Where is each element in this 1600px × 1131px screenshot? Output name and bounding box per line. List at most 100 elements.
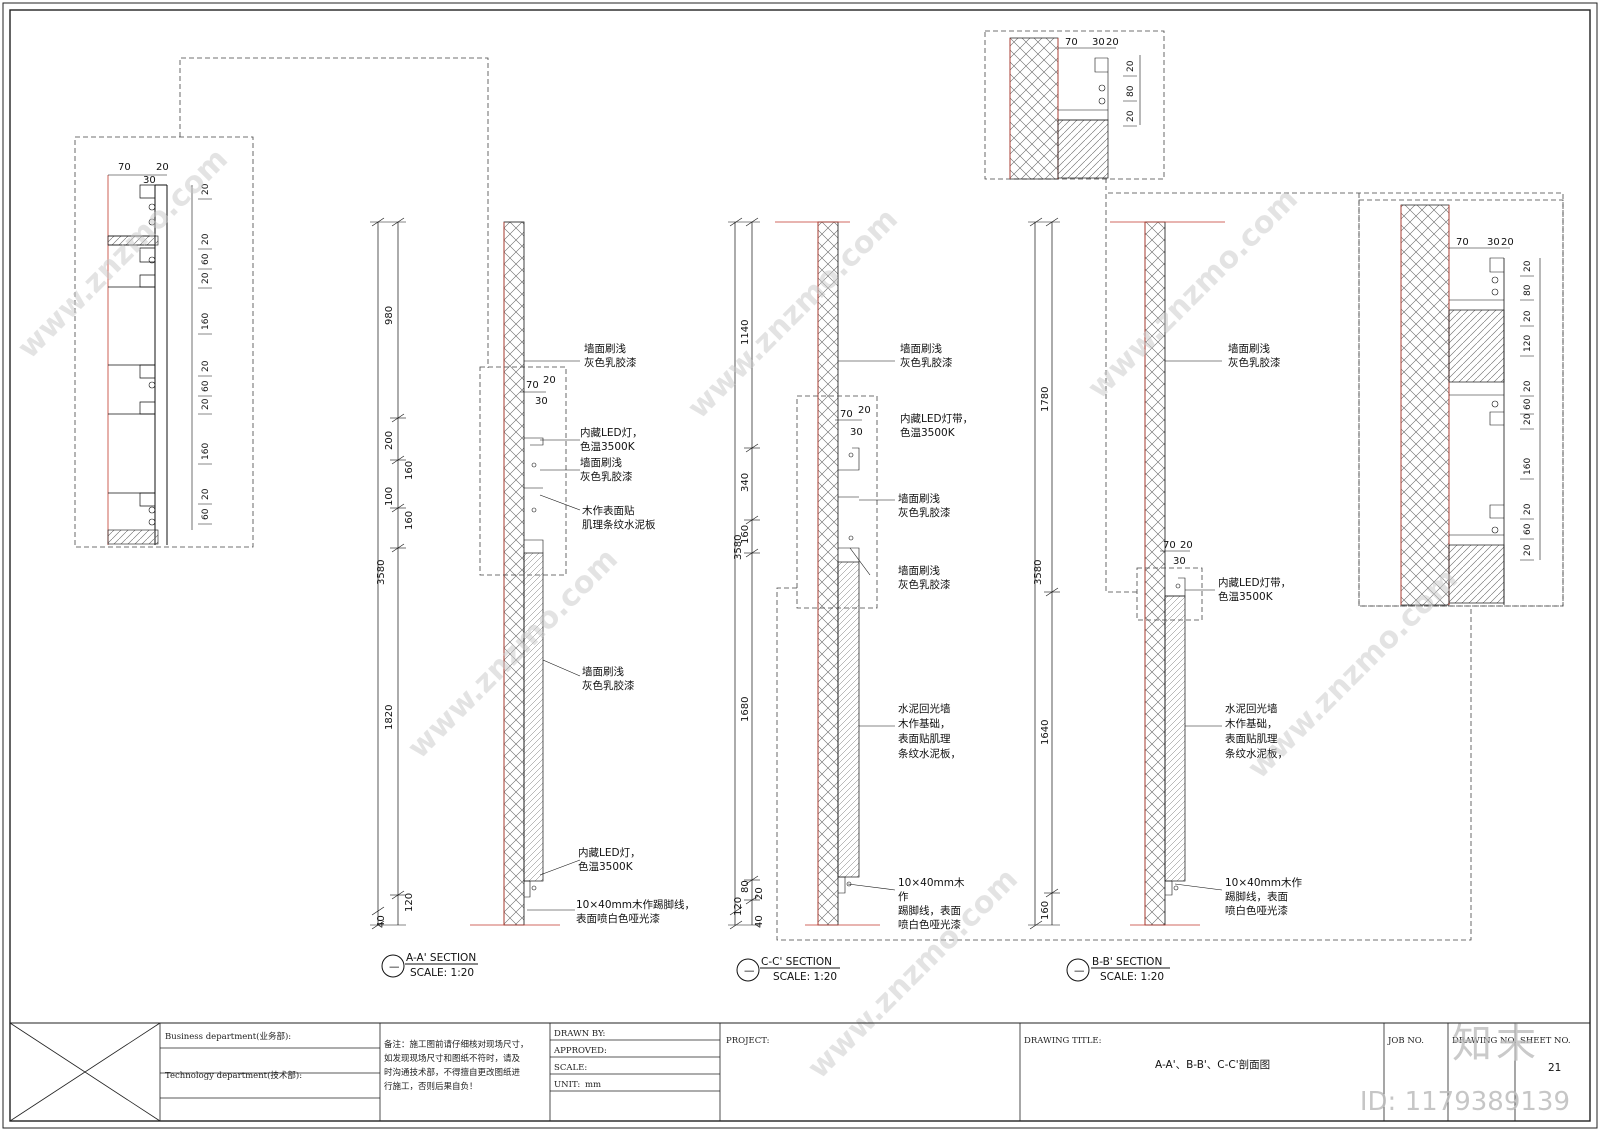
detail-a-top-30: 30 bbox=[143, 175, 156, 186]
annotation-label: 墙面刷浅 bbox=[1228, 342, 1270, 355]
aa-dim-120: 120 bbox=[404, 893, 415, 912]
bb-detail-30: 30 bbox=[1173, 556, 1186, 567]
cc-section-title: — C-C' SECTION SCALE: 1:20 bbox=[736, 956, 840, 983]
detail-dimension: 60 bbox=[201, 253, 211, 265]
bb-detail-20: 20 bbox=[1180, 540, 1193, 551]
cc-section-scale: SCALE: 1:20 bbox=[773, 971, 837, 983]
cc-dim-80: 80 bbox=[740, 880, 751, 893]
detail-b-top-20: 20 bbox=[1106, 37, 1119, 48]
aa-section-name: A-A' SECTION bbox=[406, 952, 476, 964]
annotation-label: 内藏LED灯， bbox=[578, 846, 641, 859]
detail-dimension: 20 bbox=[1523, 413, 1533, 425]
bb-section-mark: — bbox=[1074, 965, 1085, 977]
detail-c-top-20: 20 bbox=[1501, 237, 1514, 248]
bb-section-scale: SCALE: 1:20 bbox=[1100, 971, 1164, 983]
annotation-label: 喷白色哑光漆 bbox=[898, 918, 961, 931]
annotation-label: 踢脚线，表面 bbox=[1225, 890, 1288, 903]
bb-section-title: — B-B' SECTION SCALE: 1:20 bbox=[1066, 956, 1170, 983]
cc-section-mark: — bbox=[744, 965, 755, 977]
detail-dimension: 20 bbox=[1523, 310, 1533, 322]
annotation-label: 表面贴肌理 bbox=[1225, 732, 1278, 745]
section-aa: 3580 980 200 100 1820 40 160 160 120 70 … bbox=[370, 217, 695, 979]
annotation-label: 10×40mm木 bbox=[898, 877, 965, 889]
annotation-label: 墙面刷浅 bbox=[898, 564, 940, 577]
annotation-label: 内藏LED灯， bbox=[580, 426, 643, 439]
aa-detail-20: 20 bbox=[543, 375, 556, 386]
annotation-label: 色温3500K bbox=[1218, 590, 1274, 603]
detail-a-top-20: 20 bbox=[156, 162, 169, 173]
annotation-label: 水泥回光墙 bbox=[1225, 702, 1278, 715]
cc-dim-total: 3580 bbox=[733, 535, 744, 560]
detail-dimension: 20 bbox=[201, 233, 211, 245]
drawing-no-label: DRAWING NO. bbox=[1452, 1036, 1517, 1046]
aa-dim-40: 40 bbox=[376, 915, 387, 928]
detail-dimension: 20 bbox=[1523, 544, 1533, 556]
annotation-label: 灰色乳胶漆 bbox=[580, 470, 633, 483]
detail-dimension: 60 bbox=[201, 508, 211, 520]
bb-section-name: B-B' SECTION bbox=[1092, 956, 1162, 968]
detail-dimension: 80 bbox=[1523, 284, 1533, 296]
watermark-text: www.znzmo.com bbox=[681, 202, 905, 426]
detail-dimension: 20 bbox=[1126, 110, 1136, 122]
annotation-label: 木作基础， bbox=[1225, 717, 1278, 730]
cc-section-name: C-C' SECTION bbox=[761, 956, 832, 968]
detail-dimension: 60 bbox=[1523, 398, 1533, 410]
annotation-label: 灰色乳胶漆 bbox=[900, 356, 953, 369]
annotation-label: 内藏LED灯带， bbox=[1218, 576, 1291, 589]
notes-line-3: 时沟通技术部，不得擅自更改图纸进 bbox=[384, 1067, 521, 1078]
detail-dimension: 20 bbox=[1523, 503, 1533, 515]
cc-dim-340: 340 bbox=[740, 473, 751, 492]
detail-dimension: 160 bbox=[1523, 458, 1533, 475]
cc-dim-1140: 1140 bbox=[740, 320, 751, 345]
aa-dim-total: 3580 bbox=[376, 560, 387, 585]
aa-detail-30: 30 bbox=[535, 396, 548, 407]
title-block: Business department(业务部): Technology dep… bbox=[9, 1022, 1590, 1122]
annotation-label: 喷白色哑光漆 bbox=[1225, 904, 1288, 917]
unit-label: UNIT: bbox=[554, 1080, 580, 1090]
detail-dimension: 160 bbox=[201, 443, 211, 460]
annotation-label: 墙面刷浅 bbox=[580, 456, 622, 469]
annotation-label: 灰色乳胶漆 bbox=[582, 679, 635, 692]
detail-dimension: 20 bbox=[1126, 60, 1136, 72]
technology-department-label: Technology department(技术部): bbox=[165, 1070, 302, 1081]
annotation-label: 表面贴肌理 bbox=[898, 732, 951, 745]
section-cc: 3580 1140 340 160 1680 80 120 20 40 70 2… bbox=[728, 217, 1472, 983]
cc-dim-20: 20 bbox=[754, 887, 765, 900]
watermark-layer: www.znzmo.com www.znzmo.com www.znzmo.co… bbox=[11, 142, 1465, 1086]
bb-dim-total: 3580 bbox=[1033, 560, 1044, 585]
detail-dimension: 20 bbox=[1523, 260, 1533, 272]
detail-c-top-70: 70 bbox=[1456, 237, 1469, 248]
detail-b-top-70: 70 bbox=[1065, 37, 1078, 48]
approved-label: APPROVED: bbox=[553, 1046, 607, 1056]
business-department-label: Business department(业务部): bbox=[165, 1031, 291, 1042]
aa-dim-980: 980 bbox=[384, 306, 395, 325]
detail-dimension: 20 bbox=[201, 183, 211, 195]
bb-dim-160: 160 bbox=[1040, 901, 1051, 920]
annotation-label: 水泥回光墙 bbox=[898, 702, 951, 715]
annotation-label: 内藏LED灯带， bbox=[900, 412, 973, 425]
annotation-label: 表面喷白色哑光漆 bbox=[576, 912, 660, 925]
annotation-label: 灰色乳胶漆 bbox=[898, 578, 951, 591]
annotation-label: 灰色乳胶漆 bbox=[1228, 356, 1281, 369]
annotation-label: 木作基础， bbox=[898, 717, 951, 730]
cc-dim-1680: 1680 bbox=[740, 697, 751, 722]
detail-a-top-70: 70 bbox=[118, 162, 131, 173]
inner-border bbox=[9, 9, 1591, 1122]
drawing-title: A-A'、B-B'、C-C'剖面图 bbox=[1155, 1058, 1270, 1071]
notes-line-4: 行施工，否则后果自负！ bbox=[384, 1081, 478, 1092]
detail-dimension: 20 bbox=[201, 488, 211, 500]
aa-dim-160b: 160 bbox=[404, 511, 415, 530]
aa-section-scale: SCALE: 1:20 bbox=[410, 967, 474, 979]
annotation-label: 踢脚线，表面 bbox=[898, 904, 961, 917]
annotation-label: 肌理条纹水泥板 bbox=[582, 518, 656, 531]
detail-dimension: 60 bbox=[201, 380, 211, 392]
sheet-no-label: SHEET NO. bbox=[1520, 1036, 1571, 1046]
annotation-label: 条纹水泥板， bbox=[898, 747, 961, 760]
cc-dim-120: 120 bbox=[733, 897, 744, 916]
annotation-label: 墙面刷浅 bbox=[898, 492, 940, 505]
aa-dim-160a: 160 bbox=[404, 461, 415, 480]
annotation-label: 色温3500K bbox=[580, 440, 636, 453]
